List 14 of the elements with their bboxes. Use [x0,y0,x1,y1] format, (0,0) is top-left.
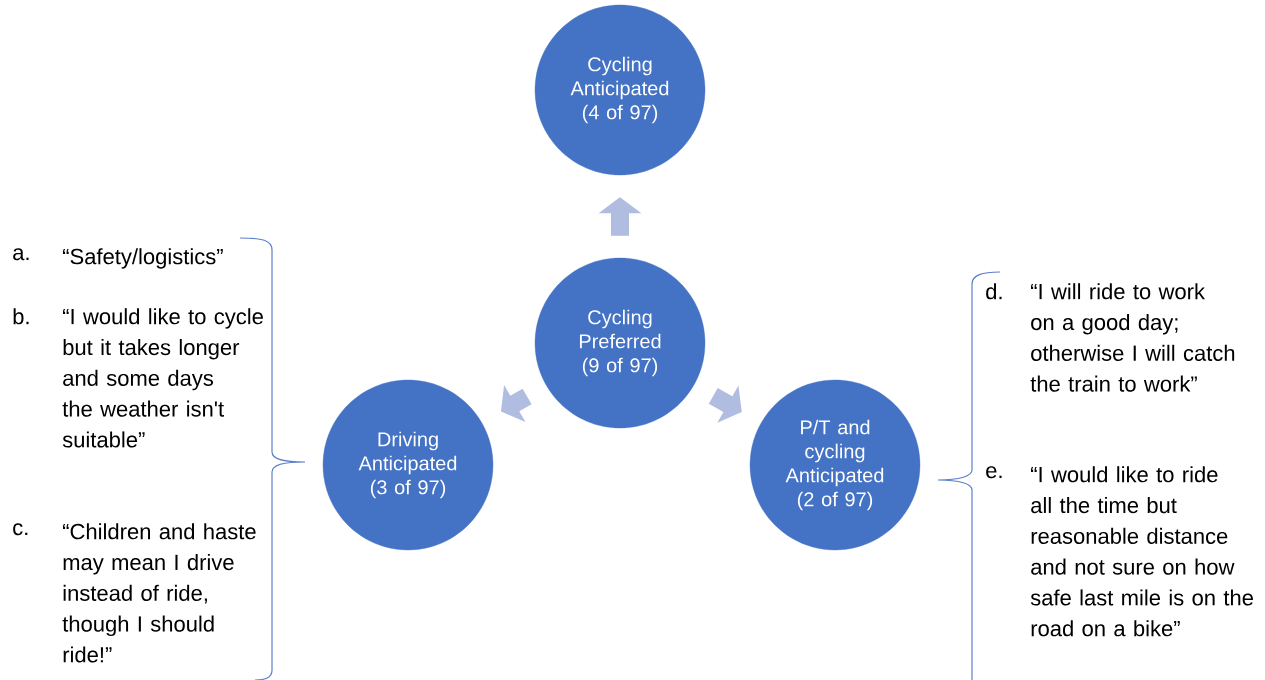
quote-text: “I would like to ride all the time but reasonable distance and not sure on how safe last mile is on the road on a bike” [1030,466,1253,637]
list-letter: d. [986,283,1002,300]
quote-text: “I will ride to work on a good day; otherwise I will catch the train to work” [1030,283,1235,392]
list-letter: e. [986,466,1002,479]
list-letter: b. [13,308,29,325]
circle-node: P/T and cycling Anticipated (2 of 97) [749,379,921,551]
quote-text: “Safety/logistics” [63,248,223,269]
list-letter: a. [13,248,29,261]
quote-text: “I would like to cycle but it takes longer and some days the weather isn't suitable” [62,308,263,448]
circle-node: Driving Anticipated (3 of 97) [322,379,494,551]
quote-text: “Children and haste may mean I drive instead of ride, though I should ride!” [62,523,256,663]
list-letter: c. [13,523,28,536]
circle-node: Cycling Anticipated (4 of 97) [534,4,706,176]
circle-node: Cycling Preferred (9 of 97) [534,257,706,429]
